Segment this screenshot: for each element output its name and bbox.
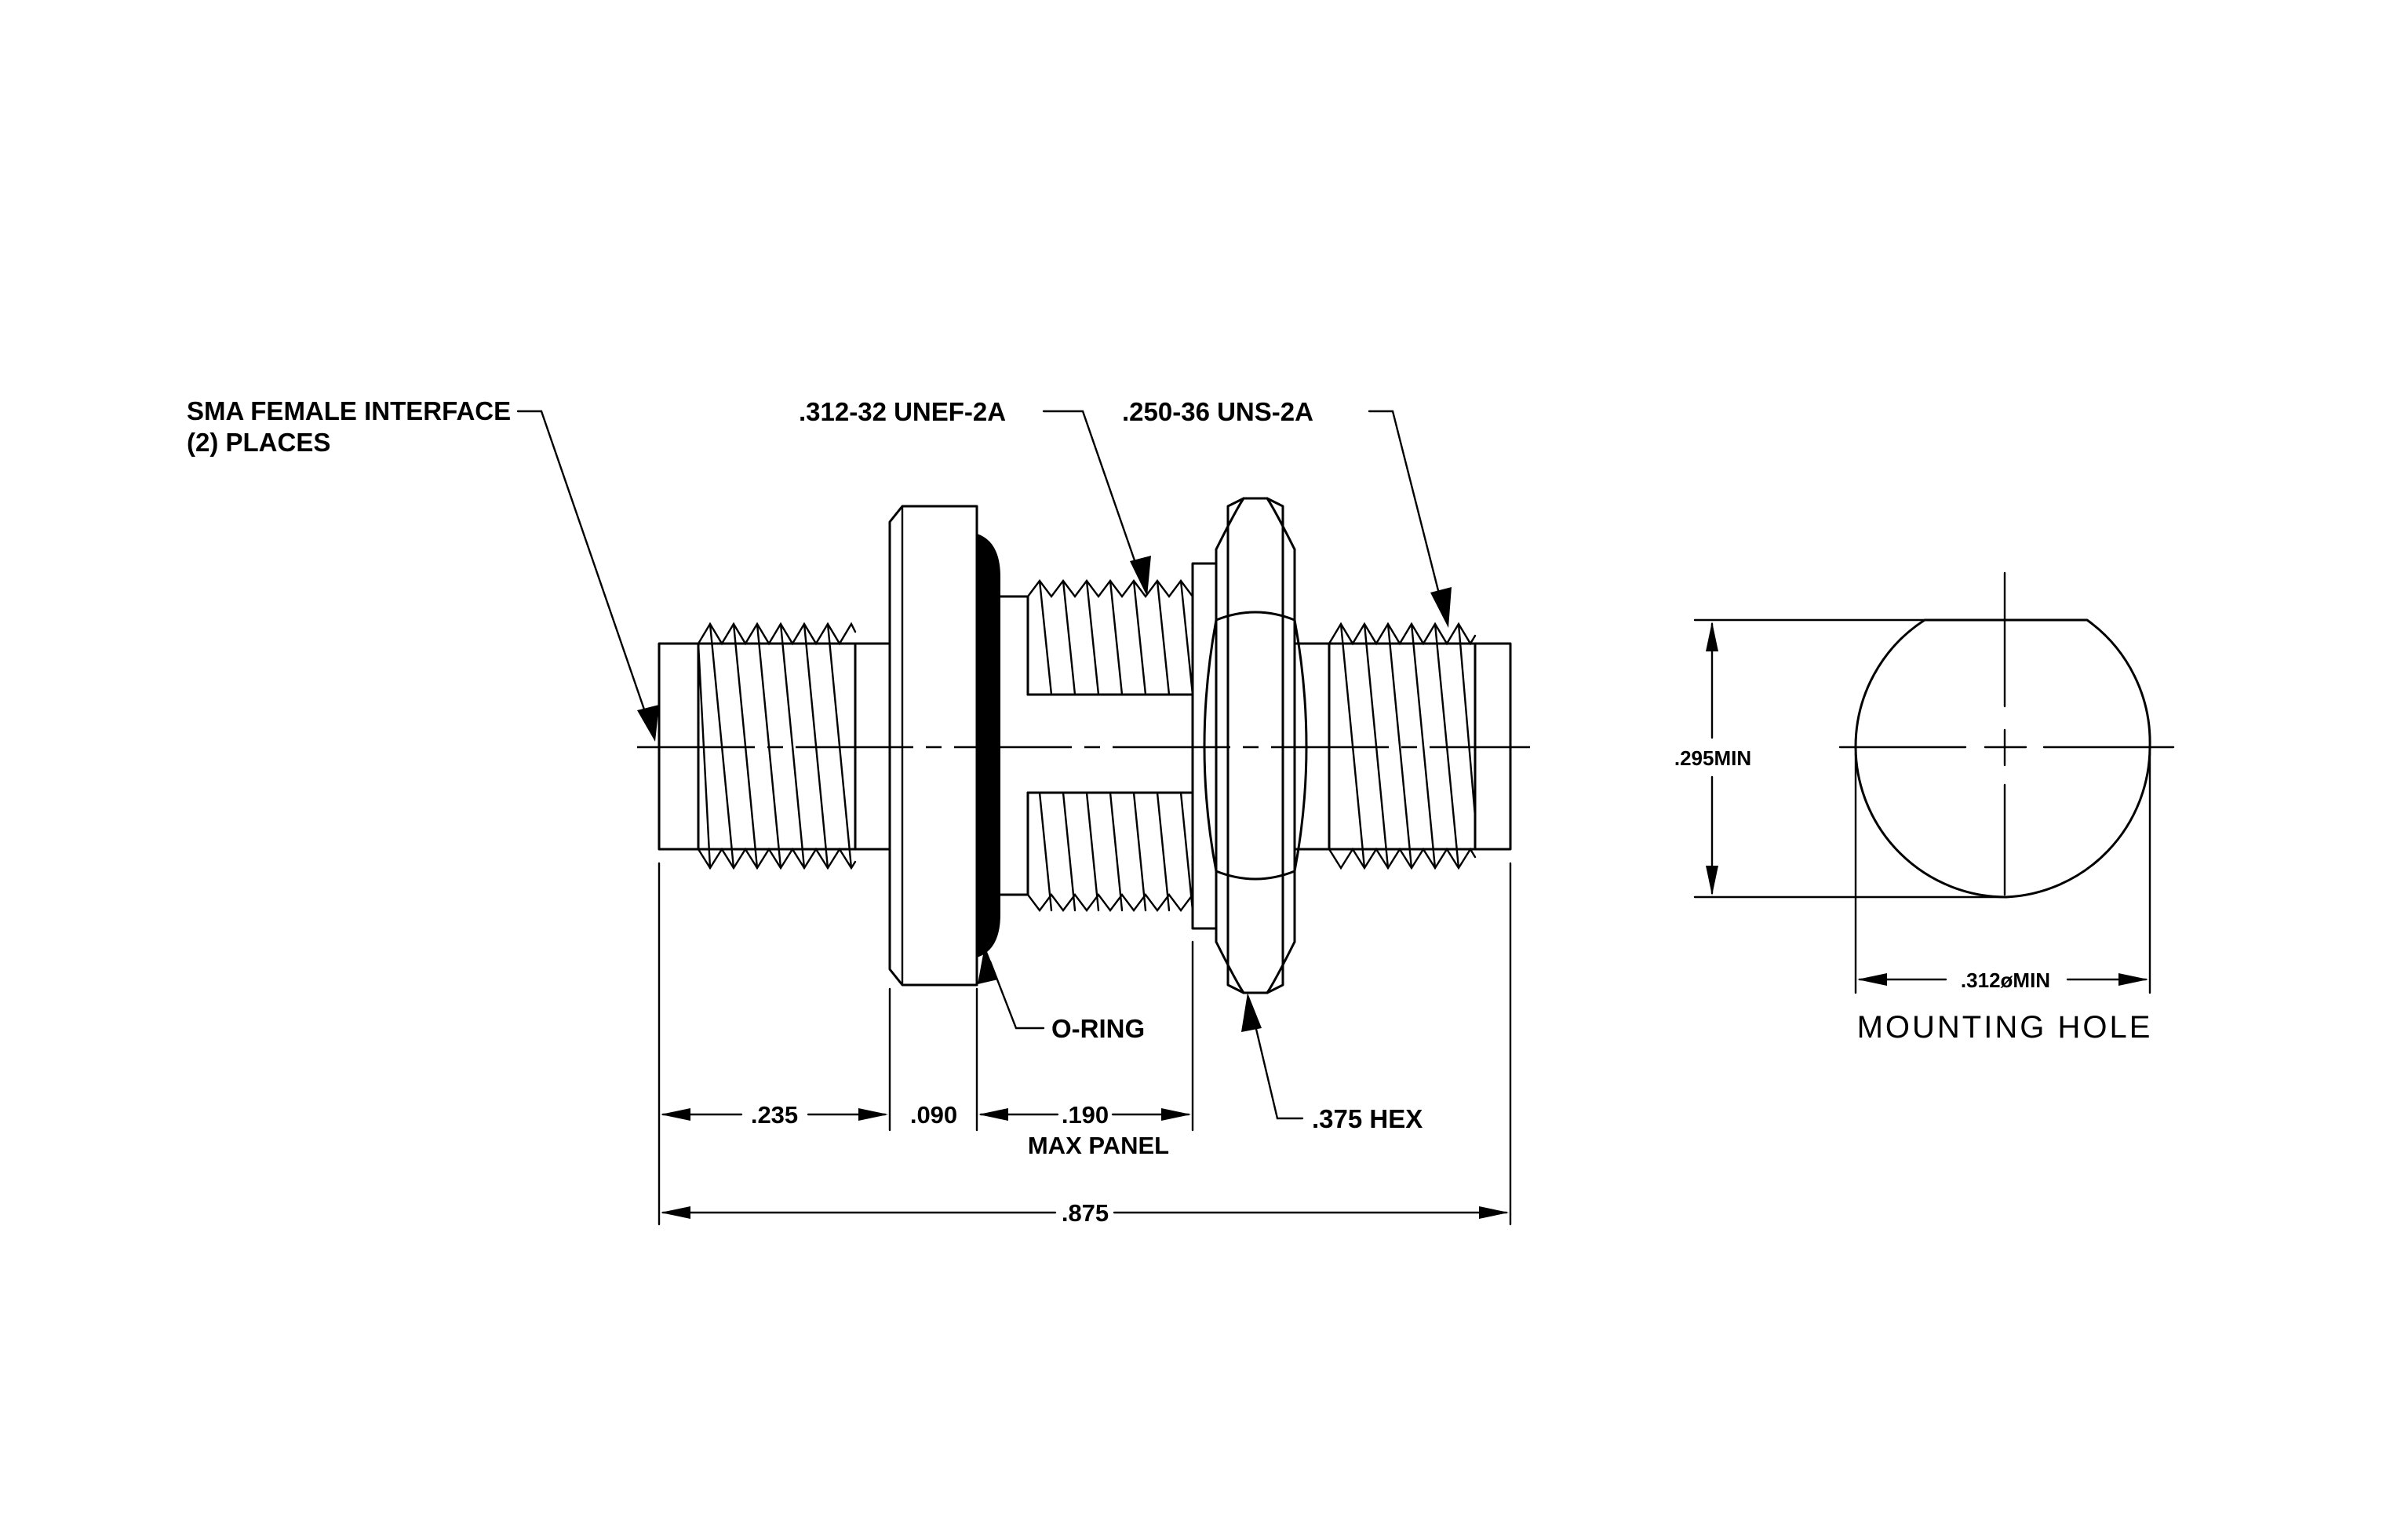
o-ring: [977, 534, 1000, 957]
sma-places-label: (2) PLACES: [187, 428, 330, 457]
dim-090-label: .090: [910, 1101, 957, 1129]
left-interface-rim: [658, 642, 700, 851]
right-thread-crests: [1328, 622, 1477, 870]
left-thread-crests: [697, 622, 857, 870]
mounting-hole-view: .295MIN .312øMIN MOUNTING HOLE: [1674, 571, 2175, 1045]
dimensions: .235 .090 .190 MAX PANEL .875: [658, 862, 1512, 1227]
thread-250-label: .250-36 UNS-2A: [1122, 397, 1313, 426]
sma-female-label: SMA FEMALE INTERFACE: [187, 396, 511, 425]
dim-235-label: .235: [751, 1101, 798, 1129]
right-interface-rim: [1474, 642, 1512, 851]
connector-side-view: [637, 497, 1530, 994]
callouts: SMA FEMALE INTERFACE (2) PLACES .312-32 …: [187, 396, 1452, 1133]
right-neck: [1293, 642, 1331, 851]
mounting-hole-title: MOUNTING HOLE: [1857, 1010, 2153, 1045]
dim-190-label: .190: [1062, 1101, 1109, 1129]
dim-875-label: .875: [1062, 1199, 1109, 1227]
o-ring-label: O-RING: [1051, 1014, 1145, 1043]
max-panel-label: MAX PANEL: [1028, 1132, 1169, 1159]
mounting-hole-outline: [1854, 618, 2151, 899]
dim-312-label: .312øMIN: [1961, 968, 2050, 992]
mid-thread-lower: [999, 791, 1029, 896]
hex-nut: [1203, 497, 1308, 994]
mid-thread-upper: [999, 595, 1029, 696]
thread-312-label: .312-32 UNEF-2A: [799, 397, 1006, 426]
hex-label: .375 HEX: [1312, 1104, 1423, 1133]
dim-295-label: .295MIN: [1674, 746, 1751, 770]
